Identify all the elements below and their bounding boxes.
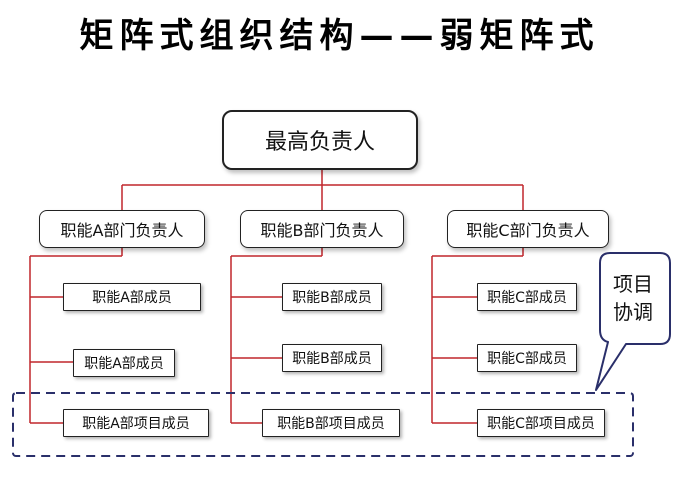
dept-b-head-box: 职能B部门负责人 — [240, 210, 404, 248]
dept-c-project-member-box: 职能C部项目成员 — [477, 409, 605, 437]
page-title: 矩阵式组织结构——弱矩阵式 — [79, 16, 600, 56]
dept-a-member-box: 职能A部成员 — [63, 283, 201, 311]
callout-label: 项目 协调 — [603, 270, 663, 326]
dept-a-project-member-box: 职能A部项目成员 — [63, 409, 209, 437]
dept-a-member-box: 职能A部成员 — [73, 349, 175, 377]
dept-c-member-box: 职能C部成员 — [477, 283, 577, 311]
callout-line-1: 项目 — [613, 272, 653, 296]
top-manager-box: 最高负责人 — [222, 110, 418, 170]
project-group-dashed-border — [12, 392, 634, 457]
dept-c-head-box: 职能C部门负责人 — [447, 210, 609, 248]
dept-b-project-member-box: 职能B部项目成员 — [262, 409, 400, 437]
dept-b-member-box: 职能B部成员 — [282, 344, 382, 372]
dept-a-head-box: 职能A部门负责人 — [39, 210, 205, 248]
callout-bubble — [595, 252, 671, 391]
callout-line-2: 协调 — [613, 300, 653, 324]
dept-c-member-box: 职能C部成员 — [477, 344, 577, 372]
dept-b-member-box: 职能B部成员 — [282, 283, 382, 311]
